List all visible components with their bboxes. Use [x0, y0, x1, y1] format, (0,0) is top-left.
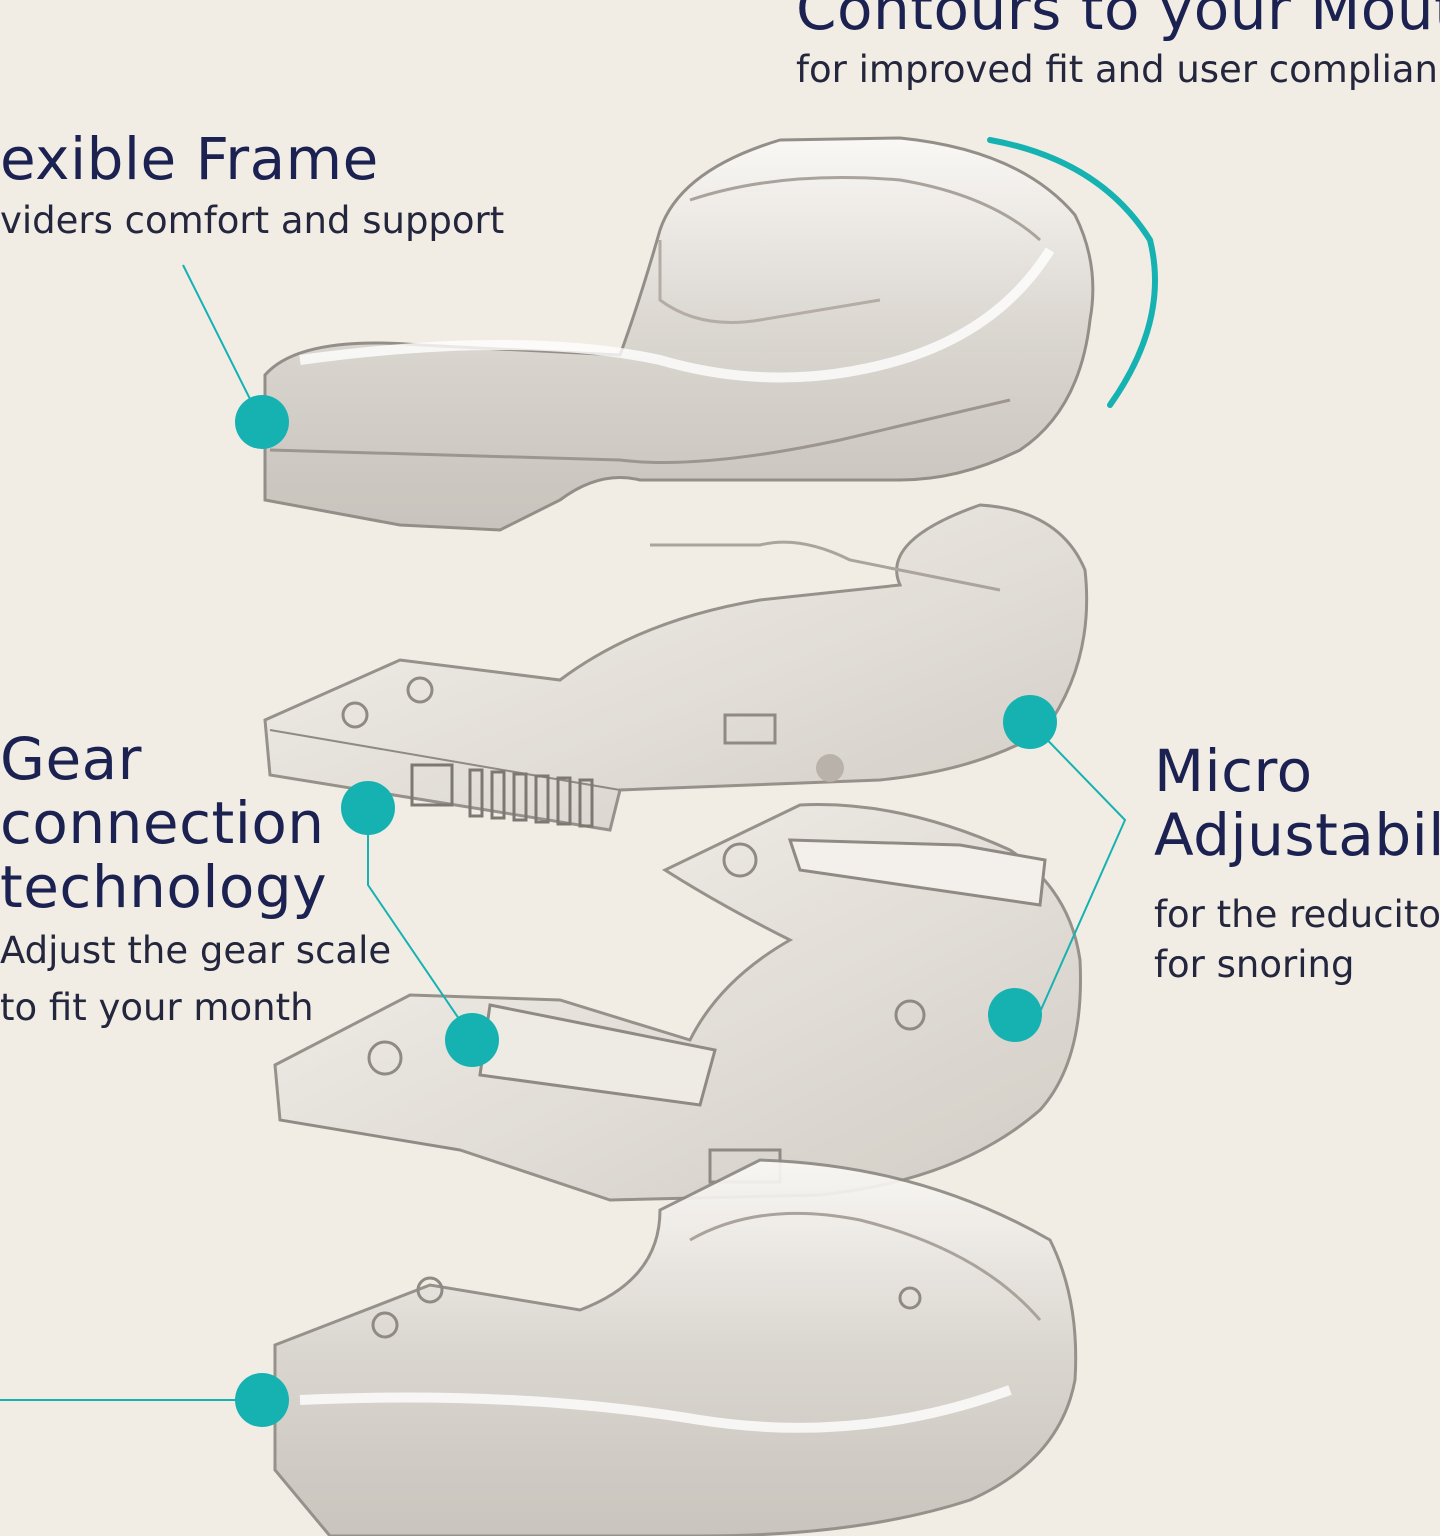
lower-gear-plate — [273, 803, 1082, 1202]
bottom-callout-dot — [235, 1373, 289, 1427]
frame-leader-line — [182, 264, 259, 416]
gear-title-line-1: Gear — [0, 725, 143, 793]
upper-gear-plate — [263, 503, 1089, 832]
frame-callout-dot — [235, 395, 289, 449]
frame-title: exible Frame — [0, 125, 379, 193]
lower-tray — [273, 1158, 1078, 1536]
gear-callout-dot-upper — [341, 781, 395, 835]
gear-title-line-2: connection — [0, 789, 325, 857]
contour-arc — [987, 137, 1158, 408]
gear-title-line-3: technology — [0, 853, 328, 921]
micro-title-line-2: Adjustabil — [1154, 801, 1440, 869]
micro-subtitle-line-2: for snoring — [1154, 943, 1355, 986]
micro-subtitle-line-1: for the reducito — [1154, 893, 1440, 936]
micro-callout-dot-lower — [988, 988, 1042, 1042]
micro-title-line-1: Micro — [1154, 737, 1313, 805]
gear-callout-dot-lower — [445, 1013, 499, 1067]
upper-tray — [263, 136, 1095, 532]
contours-title: Contours to your Mout — [796, 0, 1440, 43]
gear-subtitle-line-2: to fit your month — [0, 986, 314, 1029]
gear-leader-line — [367, 815, 473, 1039]
frame-subtitle: viders comfort and support — [0, 199, 505, 242]
micro-callout-dot-upper — [1003, 695, 1057, 749]
micro-leader-line-upper — [1029, 721, 1127, 1013]
gear-subtitle-line-1: Adjust the gear scale — [0, 929, 392, 972]
contours-subtitle: for improved fit and user complian — [796, 48, 1438, 91]
